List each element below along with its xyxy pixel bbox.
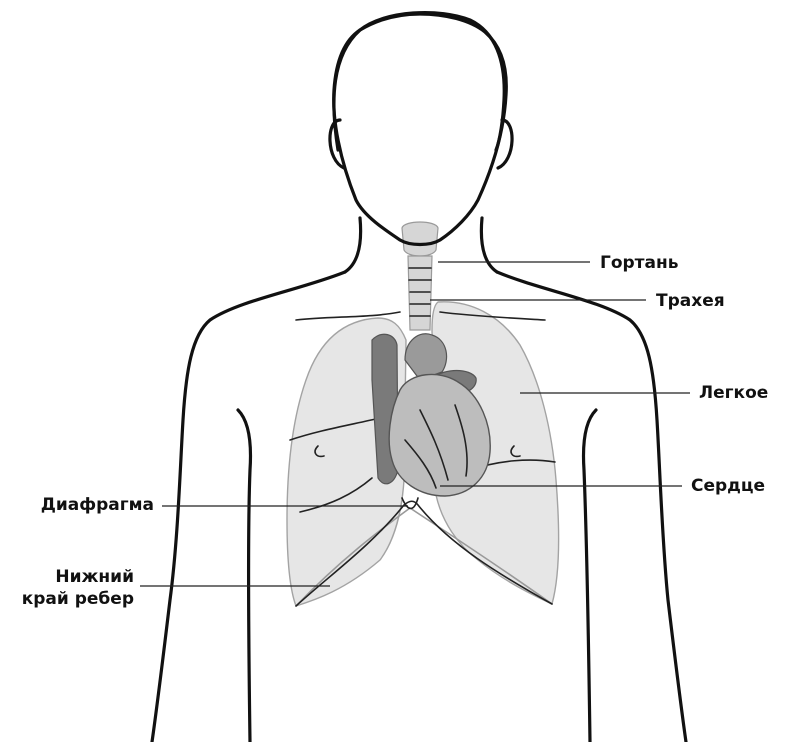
label-heart: Сердце [691, 475, 765, 497]
label-lung: Легкое [699, 382, 768, 404]
hair-outline [334, 13, 504, 150]
label-ribs-line1: Нижний [8, 566, 134, 588]
left-armpit [238, 410, 251, 742]
label-ribs-line2: край ребер [8, 588, 134, 610]
label-diaphragm: Диафрагма [26, 494, 154, 516]
neck-left [345, 218, 361, 272]
label-larynx: Гортань [600, 252, 679, 274]
label-lower-rib-margin: Нижний край ребер [8, 566, 134, 610]
trachea-shape [408, 256, 432, 330]
neck-right [481, 218, 497, 272]
xiphoid [402, 498, 418, 509]
head-outline [334, 14, 507, 245]
right-armpit [584, 410, 597, 742]
label-trachea: Трахея [656, 290, 725, 312]
larynx-shape [402, 222, 438, 256]
